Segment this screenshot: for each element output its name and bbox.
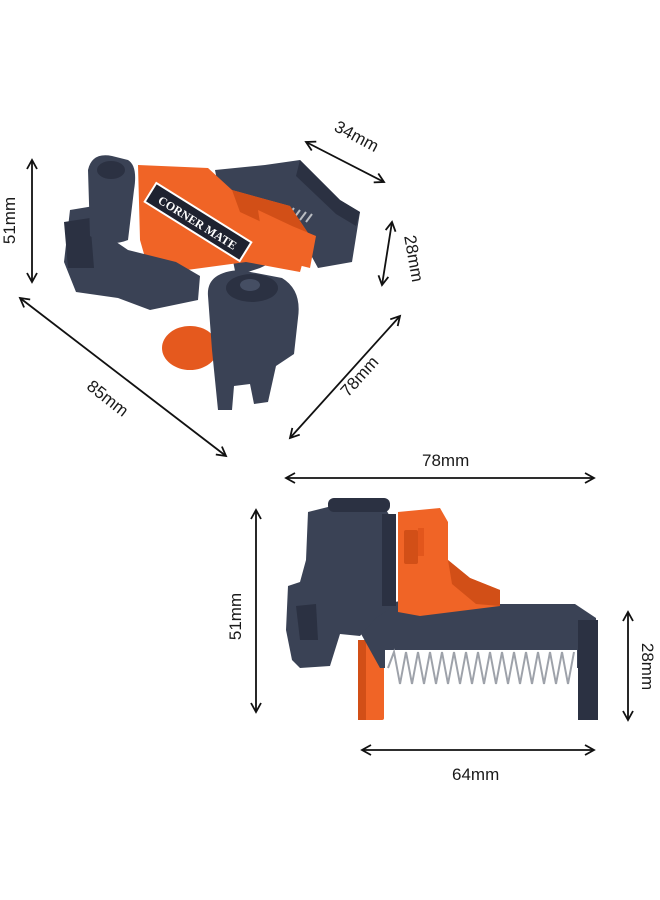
dim-label-height-right-side: 28mm [638, 642, 658, 691]
dim-label-length-top-side: 78mm [422, 451, 470, 470]
dim-label-height-left-top: 51mm [0, 196, 20, 245]
dim-arrow-78mm-diag [288, 314, 402, 440]
clamp-top-view: CORNER MATE [64, 155, 360, 410]
dim-label-height-left-side: 51mm [226, 592, 246, 641]
dim-arrow-85mm [18, 296, 228, 458]
clamp-orange-wedge [138, 165, 310, 275]
dim-arrow-28mm-top [377, 220, 397, 287]
side-view-dimension-lines [250, 472, 634, 756]
side-spring [385, 648, 577, 686]
clamp-side-view [286, 498, 598, 720]
dim-arrow-34mm [304, 140, 386, 184]
top-view-dimension-lines [18, 140, 402, 458]
dim-label-length-bottom-side: 64mm [452, 765, 500, 784]
clamp-front-knob [207, 270, 299, 410]
clamp-left-knob [88, 155, 136, 244]
clamp-base-disc [162, 326, 218, 370]
